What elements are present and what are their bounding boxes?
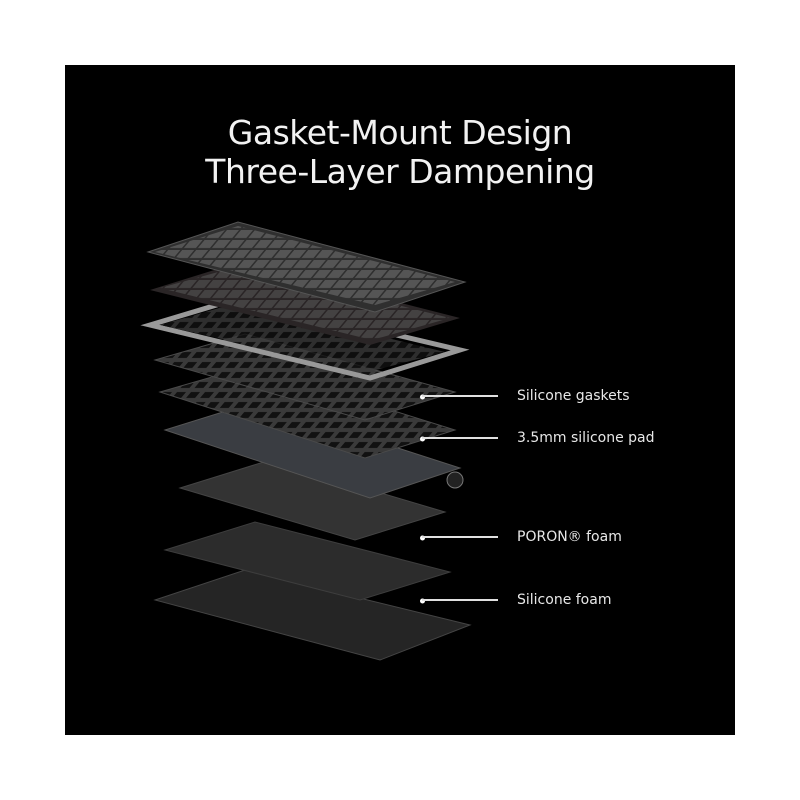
title-line-2: Three-Layer Dampening <box>205 152 595 191</box>
callout-line <box>422 599 498 601</box>
case-layer <box>153 569 472 661</box>
title-line-1: Gasket-Mount Design <box>227 113 573 152</box>
callout-dot <box>420 535 425 541</box>
keycaps-layer <box>146 221 467 313</box>
silicone-foam-layer <box>163 521 452 601</box>
callout-line <box>422 395 498 397</box>
callout-line <box>422 536 498 538</box>
callout-silicone-foam: Silicone foam <box>517 592 612 608</box>
switches-layer <box>150 262 460 345</box>
callout-silicone-gaskets: Silicone gaskets <box>517 388 630 404</box>
plate-layer <box>140 295 470 381</box>
callout-line <box>422 437 498 439</box>
callout-silicone-pad: 3.5mm silicone pad <box>517 430 655 446</box>
poron-foam-layer <box>178 459 447 541</box>
callout-dot <box>420 394 425 400</box>
callout-poron-foam: PORON® foam <box>517 529 622 545</box>
callout-dot <box>420 436 425 442</box>
callout-dot <box>420 598 425 604</box>
